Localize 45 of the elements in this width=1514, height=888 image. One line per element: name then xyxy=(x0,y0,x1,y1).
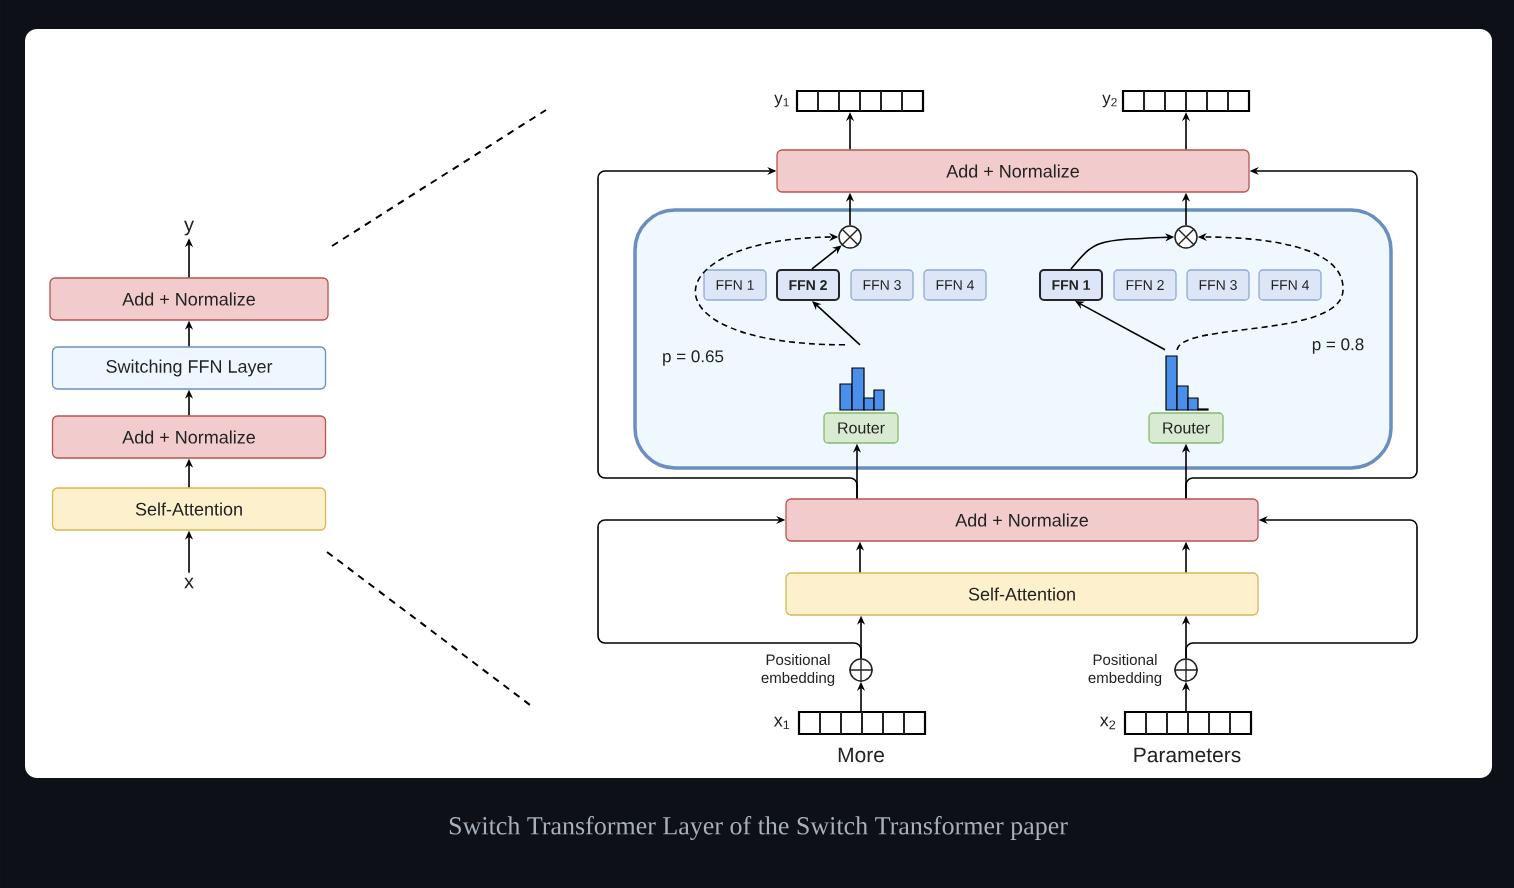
multiply-symbol xyxy=(1174,225,1198,249)
vector-cells xyxy=(795,89,925,113)
caption: Switch Transformer Layer of the Switch Transformer paper xyxy=(449,816,1068,840)
vector-cells xyxy=(1123,710,1253,736)
expert-box: FFN 3 xyxy=(850,269,914,301)
arrow xyxy=(1075,301,1166,351)
edge-label: p = 0.8 xyxy=(1310,337,1366,355)
side-label: x$_{2}$ xyxy=(1099,716,1116,730)
side-label: x$_{1}$ xyxy=(773,716,790,730)
arrow xyxy=(597,515,862,660)
arrow xyxy=(694,232,846,346)
edge-label: p = 0.65 xyxy=(661,349,725,367)
expert-box: FFN 2 xyxy=(1113,269,1177,301)
arrow xyxy=(812,301,861,346)
side-label: y$_{1}$ xyxy=(774,94,789,108)
add-symbol xyxy=(848,657,874,683)
layer-box: Add + Normalize xyxy=(776,149,1250,193)
multiply-symbol xyxy=(838,225,862,249)
layer-box: Add + Normalize xyxy=(51,415,327,459)
side-label: y$_{2}$ xyxy=(1102,94,1117,108)
layer-box: Self-Attention xyxy=(785,572,1259,616)
signal-label: y xyxy=(184,220,194,236)
layer-box: Add + Normalize xyxy=(785,498,1259,542)
histogram-icon xyxy=(839,367,885,411)
arrow xyxy=(597,166,858,500)
side-label: More xyxy=(838,747,884,763)
layer-box: Add + Normalize xyxy=(49,277,329,321)
layer-box: Self-Attention xyxy=(51,487,327,531)
router-box: Router xyxy=(1148,412,1224,444)
vector-cells xyxy=(797,710,927,736)
expert-box: FFN 2 xyxy=(776,269,840,301)
side-label: Positional embedding xyxy=(761,654,835,686)
signal-label: x xyxy=(184,577,194,589)
vector-cells xyxy=(1121,89,1251,113)
expert-box: FFN 4 xyxy=(1258,269,1322,301)
add-symbol xyxy=(1173,657,1199,683)
side-label: Positional embedding xyxy=(1088,654,1162,686)
router-box: Router xyxy=(823,412,899,444)
expert-box: FFN 4 xyxy=(923,269,987,301)
expert-box: FFN 3 xyxy=(1186,269,1250,301)
expert-box: FFN 1 xyxy=(703,269,767,301)
layer-box: Switching FFN Layer xyxy=(51,346,327,390)
expert-box: FFN 1 xyxy=(1039,269,1103,301)
histogram-icon xyxy=(1165,355,1209,411)
side-label: Parameters xyxy=(1134,747,1241,763)
